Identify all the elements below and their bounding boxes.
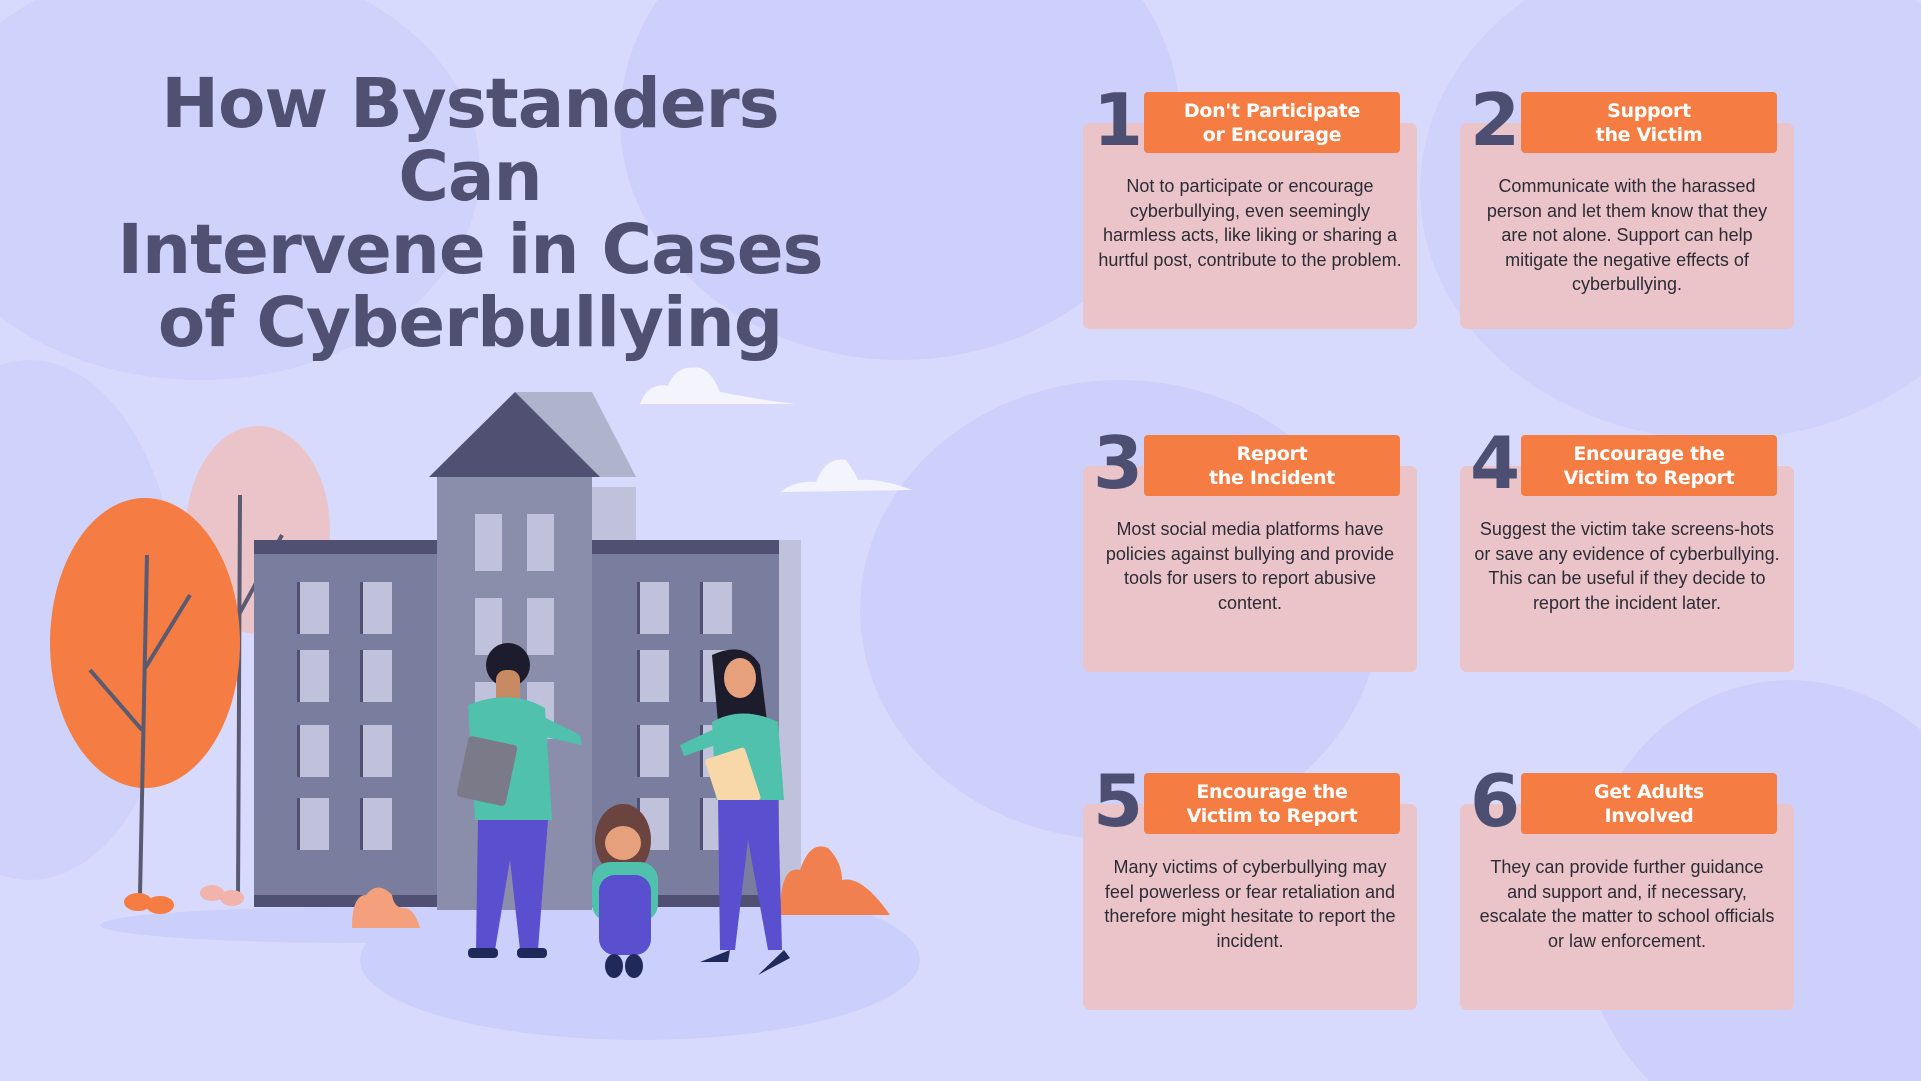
card-description: Not to participate or encourage cyberbul… <box>1098 176 1402 270</box>
card-description: They can provide further guidance and su… <box>1479 857 1775 951</box>
cloud-icon <box>640 367 912 492</box>
school-illustration <box>50 367 912 978</box>
title-line-2: Intervene in Cases <box>117 210 823 290</box>
card-description: Many victims of cyberbullying may feel p… <box>1104 857 1396 951</box>
student-figure-icon <box>456 643 582 958</box>
card-description: Most social media platforms have policie… <box>1105 519 1395 613</box>
card-heading: Support the Victim <box>1521 92 1777 153</box>
card-body <box>1460 123 1794 329</box>
page-title: How Bystanders Can Intervene in Cases of… <box>80 68 860 360</box>
card-heading: Encourage the Victim to Report <box>1144 773 1400 834</box>
card-body <box>1083 804 1417 1010</box>
step-number: 3 <box>1093 421 1144 505</box>
card-body <box>1083 466 1417 672</box>
step-number: 6 <box>1470 759 1521 843</box>
card-description: Suggest the victim take screens-hots or … <box>1474 519 1780 613</box>
title-line-1: How Bystanders Can <box>161 64 780 217</box>
card-heading: Get Adults Involved <box>1521 773 1777 834</box>
step-number: 5 <box>1093 759 1144 843</box>
step-number: 4 <box>1470 421 1521 505</box>
title-line-3: of Cyberbullying <box>157 283 783 363</box>
student-figure-icon <box>592 804 658 978</box>
card-body <box>1083 123 1417 329</box>
student-figure-icon <box>680 649 790 975</box>
bush-icon <box>124 846 890 928</box>
step-number: 1 <box>1093 78 1144 162</box>
step-number: 2 <box>1470 78 1521 162</box>
card-body <box>1460 466 1794 672</box>
card-heading: Don't Participate or Encourage <box>1144 92 1400 153</box>
background-blob <box>0 0 480 380</box>
school-building-icon <box>254 540 437 905</box>
card-body <box>1460 804 1794 1010</box>
card-heading: Encourage the Victim to Report <box>1521 435 1777 496</box>
card-description: Communicate with the harassed person and… <box>1486 176 1768 294</box>
card-heading: Report the Incident <box>1144 435 1400 496</box>
